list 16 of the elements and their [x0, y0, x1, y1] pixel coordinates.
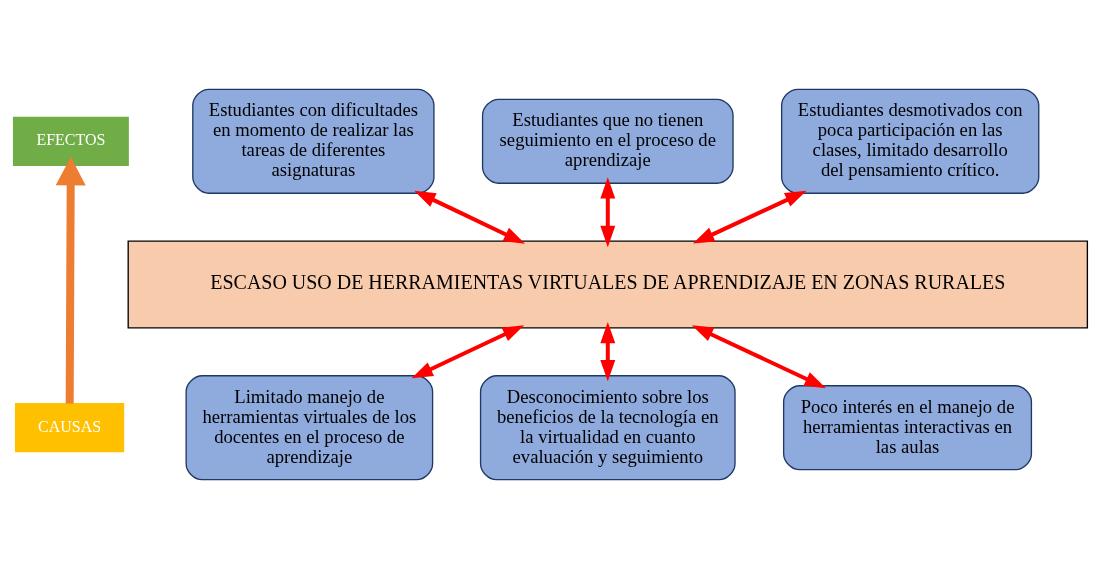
arrow: [414, 190, 526, 244]
arrow: [55, 156, 86, 404]
node-box: Poco interés en el manejo de herramientas interactivas en las aulas: [782, 384, 1033, 470]
arrow: [600, 176, 616, 247]
arrow: [411, 324, 525, 378]
node-box: Estudiantes desmotivados con poca participación en las clases, limitado desarrollo del pensamiento crítico.: [780, 88, 1040, 194]
node-box: CAUSAS: [14, 402, 125, 452]
node-box: Limitado manejo de herramientas virtuales de los docentes en el proceso de aprendizaje: [185, 374, 434, 480]
node-box: EFECTOS: [12, 116, 129, 166]
node-box: ESCASO USO DE HERRAMIENTAS VIRTUALES DE APRENDIZAJE EN ZONAS RURALES: [127, 240, 1089, 328]
arrow: [692, 190, 807, 244]
node-box: Desconocimiento sobre los beneficios de la tecnología en la virtualidad en cuanto evaluación y seguimiento: [479, 374, 736, 480]
node-box: Estudiantes que no tienen seguimiento en el proceso de aprendizaje: [481, 98, 734, 184]
arrow: [691, 324, 826, 388]
node-box: Estudiantes con dificultades en momento de realizar las tareas de diferentes asignaturas: [192, 88, 435, 194]
arrow: [600, 321, 616, 381]
